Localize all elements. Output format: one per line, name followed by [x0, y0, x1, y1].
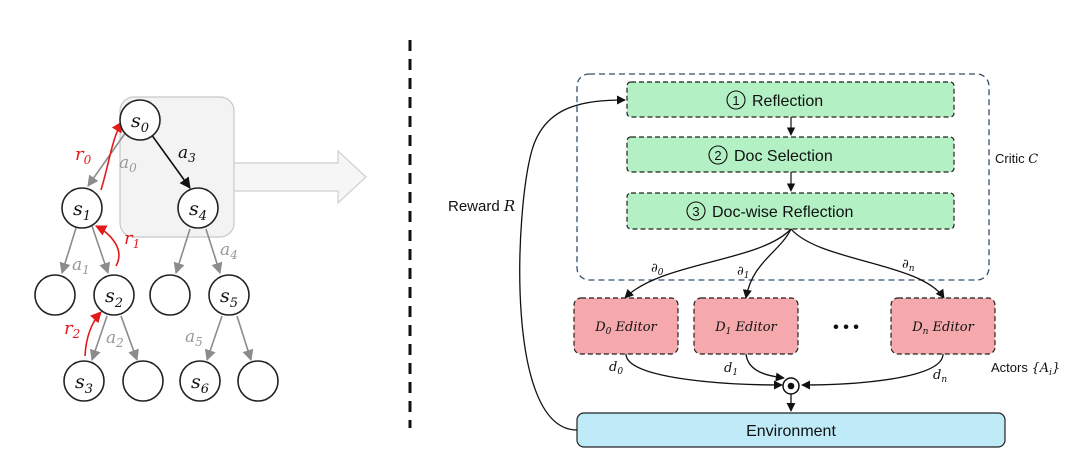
node-leaf-1 — [34, 274, 76, 316]
node-label-s5: s5 — [220, 285, 238, 311]
output-line-n — [801, 353, 944, 390]
node-label-s4: s4 — [189, 198, 207, 224]
critic-container — [576, 73, 990, 281]
critic-label: Critic C — [995, 151, 1038, 167]
step-number-circle — [726, 90, 746, 110]
action-label-a1: a1 — [72, 255, 90, 277]
edge-s4-leaf — [173, 228, 191, 275]
branch-to-editor-1 — [742, 228, 792, 299]
node-s1 — [61, 187, 103, 229]
editor-box-n: Dn Editor — [890, 297, 996, 355]
editor-label: Dn Editor — [911, 320, 974, 337]
step-number: 1 — [732, 93, 739, 108]
step-label: Reflection — [752, 93, 823, 110]
node-leaf-2 — [149, 274, 191, 316]
node-label-s3: s3 — [75, 371, 93, 397]
editor-box-0: D0 Editor — [573, 297, 679, 355]
action-label-a5: a5 — [185, 327, 203, 349]
node-label-s1: s1 — [73, 198, 91, 224]
node-s4 — [177, 187, 219, 229]
output-label-0: d0 — [609, 360, 623, 377]
branch-to-editor-n — [790, 228, 945, 299]
framework-diagram: 1 Reflection 2 Doc Selection 3 Doc-wise … — [448, 73, 1060, 448]
step-reflection: 1 Reflection — [626, 81, 955, 118]
output-label-1: d1 — [724, 361, 738, 378]
step-number: 2 — [714, 148, 721, 163]
reward-arrow-r2 — [84, 311, 102, 357]
output-line-0 — [625, 353, 783, 390]
action-label-a3: a3 — [178, 143, 196, 165]
node-s6 — [179, 360, 221, 402]
step-doc-wise-reflection: 3 Doc-wise Reflection — [626, 192, 955, 230]
edge-s1-s2 — [91, 225, 111, 275]
actors-label: Actors {Ai} — [991, 360, 1060, 378]
output-line-1 — [745, 353, 785, 382]
aggregator-dot — [787, 382, 795, 390]
environment-label: Environment — [746, 423, 836, 440]
step-number: 3 — [692, 204, 699, 219]
edge-s0-s1 — [87, 131, 127, 187]
node-leaf-4 — [237, 360, 279, 402]
action-label-a4: a4 — [220, 240, 238, 262]
node-label-s6: s6 — [191, 371, 209, 397]
reward-loop-arrow — [519, 95, 626, 431]
output-label-n: dn — [933, 368, 947, 385]
reward-arrow-r0 — [100, 121, 123, 191]
edge-s5-leaf — [236, 315, 254, 362]
search-tree: s0 s1 s4 s2 s5 s3 s6 a0 a3 a1 a4 a2 a5 r… — [34, 96, 367, 402]
reward-arrow-r1 — [94, 225, 120, 267]
edge-s4-s5 — [205, 228, 223, 275]
branch-to-editor-0 — [624, 228, 792, 299]
node-s2 — [93, 274, 135, 316]
action-label-a2: a2 — [106, 328, 124, 350]
editor-box-1: D1 Editor — [693, 297, 799, 355]
node-s3 — [63, 360, 105, 402]
edge-s5-s6 — [204, 315, 223, 362]
step-label: Doc Selection — [734, 148, 833, 165]
reward-label-r0: r0 — [75, 144, 92, 167]
partial-label-1: ∂1 — [737, 264, 749, 281]
action-label-a0: a0 — [119, 153, 137, 175]
node-s0 — [119, 99, 161, 141]
edge-s2-s3 — [89, 315, 108, 362]
edge-s0-s4 — [150, 133, 191, 189]
expand-arrow-shape — [233, 149, 367, 205]
partial-label-0: ∂0 — [651, 261, 664, 278]
edge-s1-leaf — [59, 227, 77, 275]
partial-label-n: ∂n — [902, 257, 915, 274]
node-s5 — [208, 274, 250, 316]
step-label: Doc-wise Reflection — [712, 204, 853, 221]
reward-label: Reward R — [448, 197, 515, 215]
step-number-circle — [686, 201, 706, 221]
edge-s2-leaf — [120, 315, 139, 362]
step-doc-selection: 2 Doc Selection — [626, 136, 955, 173]
reward-label-r2: r2 — [64, 318, 80, 341]
editor-label: D1 Editor — [714, 320, 777, 337]
editor-label: D0 Editor — [594, 320, 657, 337]
node-label-s0: s0 — [131, 110, 149, 136]
node-leaf-3 — [122, 360, 164, 402]
editors-ellipsis: • • • — [833, 319, 859, 336]
node-label-s2: s2 — [105, 285, 123, 311]
step-number-circle — [708, 145, 728, 165]
reward-label-r1: r1 — [124, 228, 140, 251]
